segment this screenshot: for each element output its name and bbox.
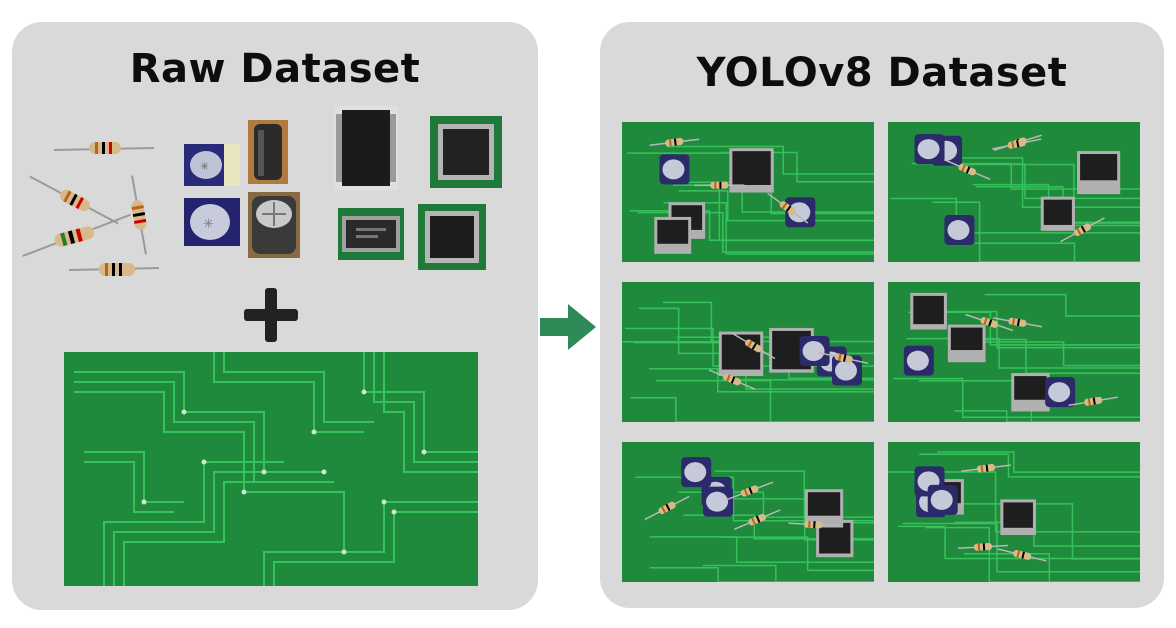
resistor-icon xyxy=(957,543,1008,551)
pcb-board-image xyxy=(64,352,478,586)
resistor-icon xyxy=(53,142,155,154)
composite-pcb-image xyxy=(888,282,1140,422)
capacitor-icon xyxy=(703,486,734,517)
capacitor-icon xyxy=(659,154,690,185)
resistor-icon xyxy=(965,313,1014,332)
capacitor-icon xyxy=(248,120,288,184)
composite-pcb-image xyxy=(888,442,1140,582)
resistor-icon xyxy=(22,213,132,257)
resistor-icon xyxy=(961,463,1011,473)
resistor-icon xyxy=(767,192,809,224)
capacitor-icon xyxy=(944,215,975,246)
capacitor-icon xyxy=(1045,377,1076,408)
resistor-icon xyxy=(997,548,1047,562)
capacitor-icon: ✳ xyxy=(184,198,240,246)
ic-chip-icon xyxy=(334,106,398,190)
ic-chip-icon xyxy=(910,292,947,330)
resistor-icon xyxy=(708,369,756,390)
resistor-icon xyxy=(788,520,839,529)
capacitor-icon xyxy=(248,192,300,258)
resistor-icon xyxy=(68,263,160,276)
capacitor-icon xyxy=(927,484,958,515)
resistors-cluster xyxy=(22,142,160,276)
ic-chip-icon xyxy=(418,204,486,270)
resistor-icon xyxy=(819,352,869,365)
composite-pcb-image xyxy=(622,282,874,422)
raw-dataset-panel: Raw Dataset ✳ xyxy=(12,22,538,610)
resistor-icon xyxy=(1060,217,1105,243)
ic-chip-icon xyxy=(1040,196,1075,231)
capacitor-icon xyxy=(785,197,816,228)
resistor-icon xyxy=(992,317,1043,328)
capacitor-icon xyxy=(799,336,830,367)
capacitor-icon xyxy=(831,355,862,386)
svg-text:✳: ✳ xyxy=(200,160,209,173)
ic-chip-icon xyxy=(1077,151,1121,195)
ic-chip-icon xyxy=(338,208,404,260)
resistor-icon xyxy=(131,175,147,255)
resistor-icon xyxy=(1068,396,1119,407)
capacitor-icon xyxy=(914,134,945,165)
yolo-dataset-panel: YOLOv8 Dataset xyxy=(600,22,1164,608)
resistor-icon xyxy=(731,332,776,360)
resistor-icon xyxy=(992,138,1042,150)
composite-pcb-image xyxy=(622,442,874,582)
resistor-icon xyxy=(694,181,745,189)
ic-chip-icon xyxy=(816,519,854,558)
resistor-icon xyxy=(644,495,690,521)
composite-pcb-image xyxy=(622,122,874,262)
arrow-right-icon xyxy=(540,304,596,350)
capacitor-icon xyxy=(903,345,934,376)
composite-pcb-image xyxy=(888,122,1140,262)
ic-chip-icon xyxy=(718,331,764,376)
plus-icon xyxy=(244,288,298,342)
resistor-icon xyxy=(649,138,700,147)
ic-chip-icon xyxy=(430,116,502,188)
resistor-icon xyxy=(943,159,991,181)
ic-chip-icon xyxy=(654,216,692,254)
capacitor-icon: ✳ xyxy=(184,144,240,186)
svg-text:✳: ✳ xyxy=(203,217,214,232)
ic-chip-icon xyxy=(729,148,774,193)
ic-chip-icon xyxy=(1011,373,1050,412)
resistor-icon xyxy=(733,509,781,531)
raw-dataset-title: Raw Dataset xyxy=(129,46,421,92)
resistor-icon xyxy=(29,175,119,225)
ic-chip-icon xyxy=(947,324,986,363)
yolo-dataset-title: YOLOv8 Dataset xyxy=(696,50,1068,96)
resistor-icon xyxy=(726,481,774,501)
capacitor-icon xyxy=(681,457,712,488)
ic-chip-icon xyxy=(1000,499,1036,536)
